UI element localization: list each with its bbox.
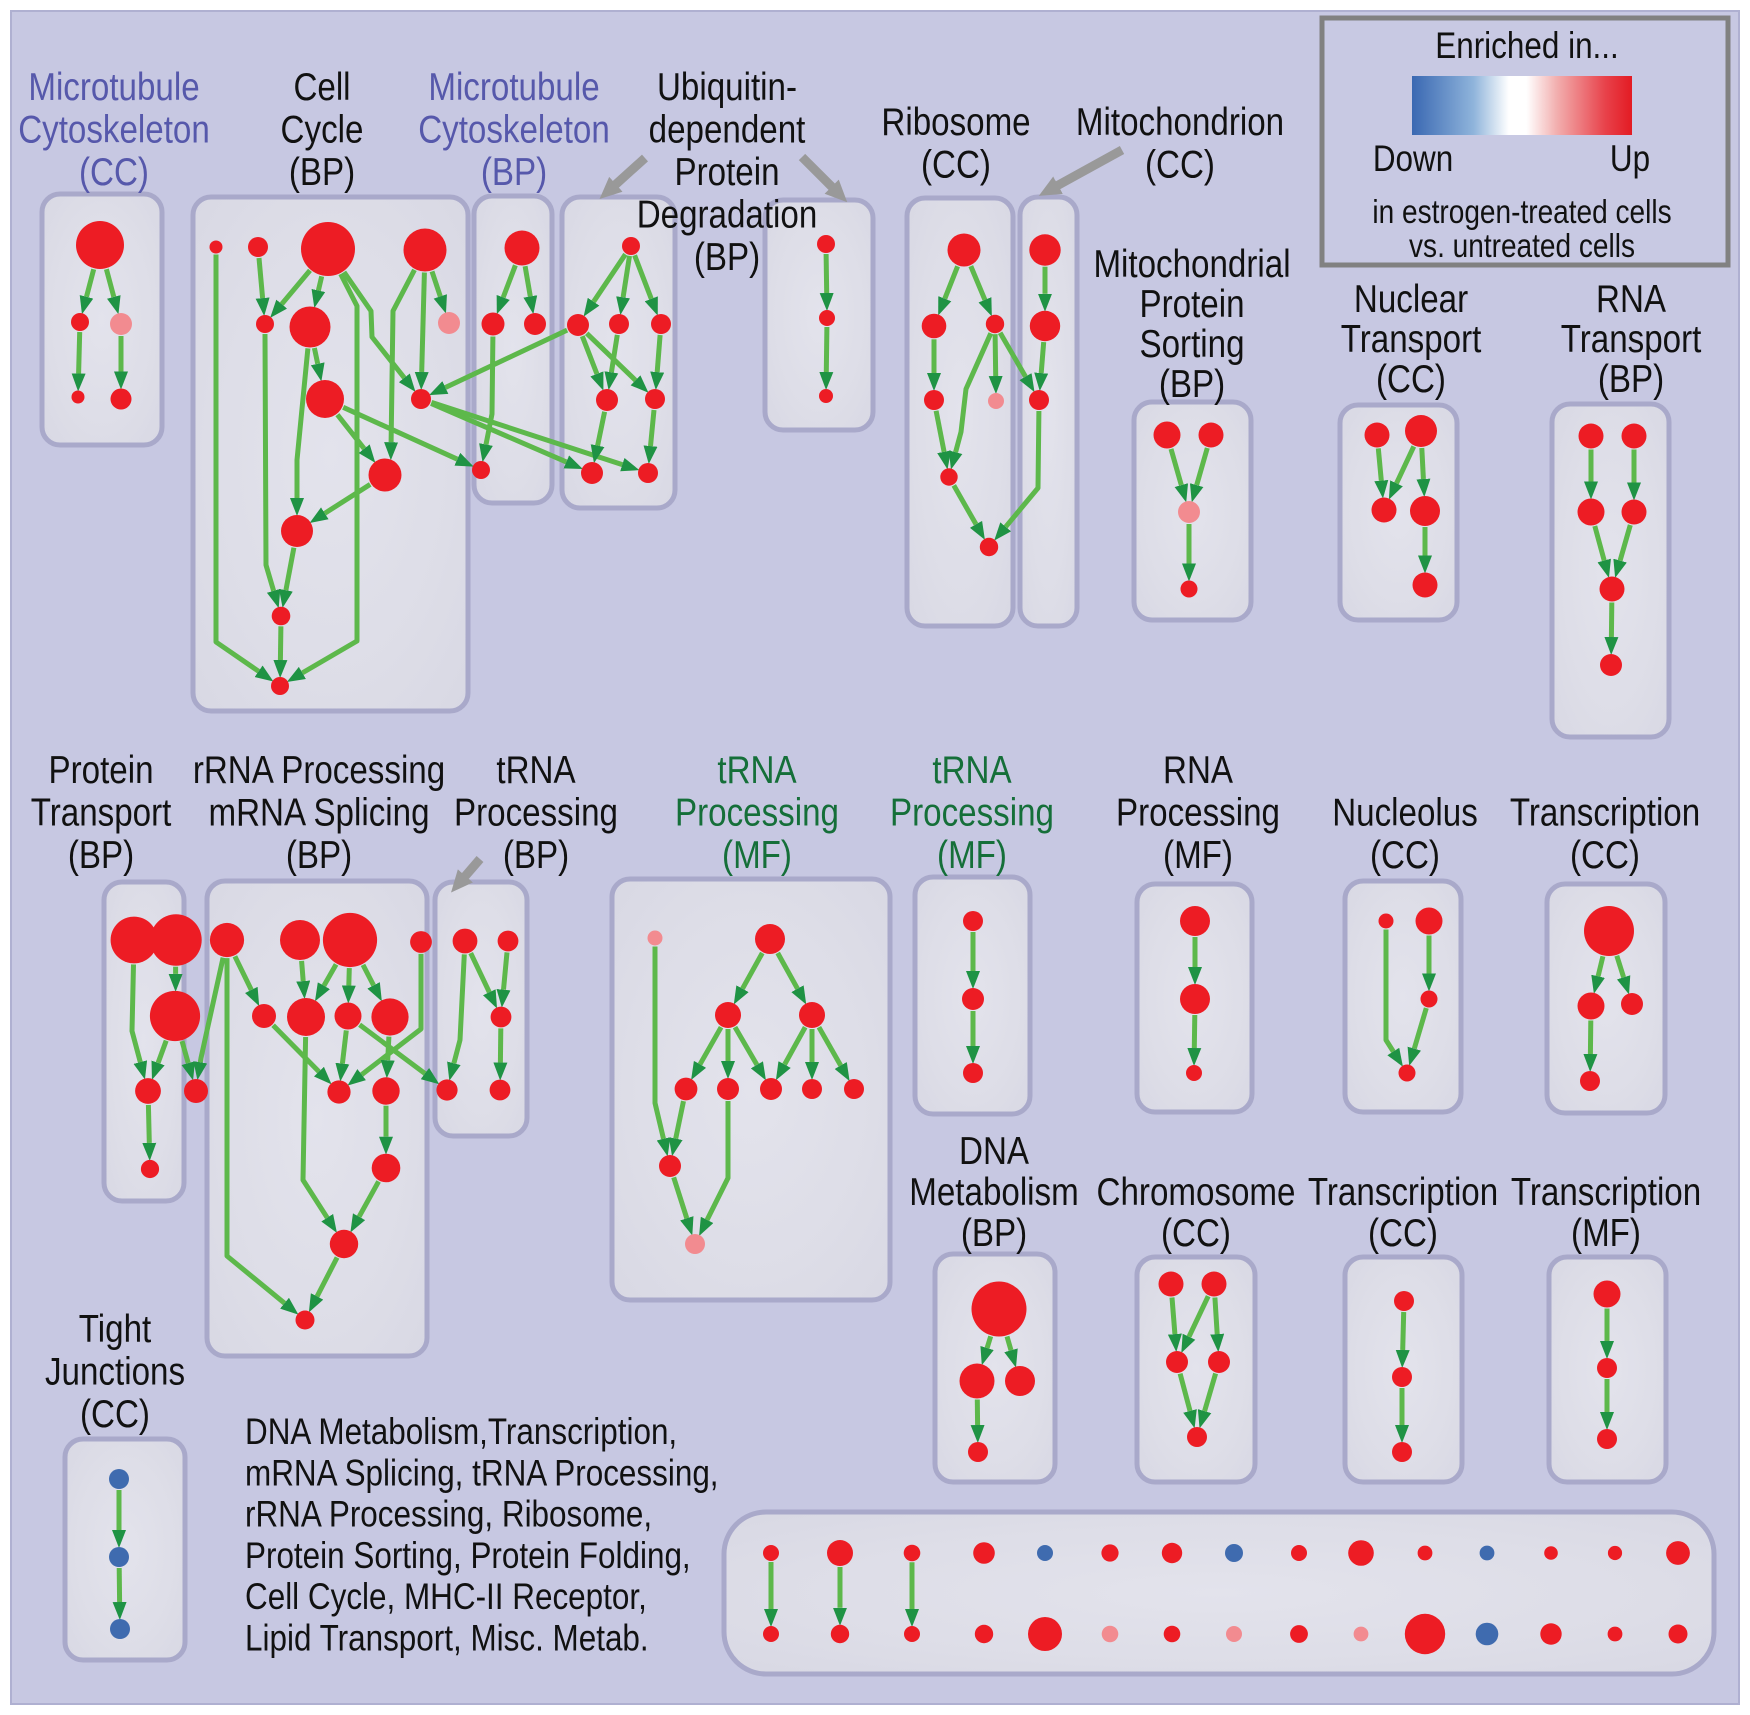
svg-text:(CC): (CC) (1368, 1210, 1438, 1254)
svg-text:Tight: Tight (79, 1306, 151, 1350)
svg-text:(BP): (BP) (503, 832, 569, 876)
svg-text:Cytoskeleton: Cytoskeleton (18, 107, 210, 151)
svg-text:(BP): (BP) (289, 149, 355, 193)
svg-text:Microtubule: Microtubule (28, 64, 199, 108)
svg-text:(MF): (MF) (937, 832, 1007, 876)
svg-text:Cell: Cell (293, 64, 350, 108)
svg-text:Ribosome: Ribosome (881, 99, 1030, 143)
svg-text:Transport: Transport (1561, 316, 1702, 360)
svg-text:(CC): (CC) (1570, 832, 1640, 876)
svg-text:Nuclear: Nuclear (1354, 276, 1468, 320)
svg-text:Junctions: Junctions (45, 1349, 185, 1393)
svg-text:(BP): (BP) (68, 832, 134, 876)
svg-text:(BP): (BP) (286, 832, 352, 876)
svg-text:(MF): (MF) (1163, 832, 1233, 876)
svg-text:mRNA Splicing: mRNA Splicing (208, 790, 429, 834)
svg-text:Processing: Processing (1116, 790, 1280, 834)
svg-text:Enriched in...: Enriched in... (1435, 26, 1619, 67)
svg-text:(BP): (BP) (1159, 361, 1225, 405)
svg-text:Processing: Processing (454, 790, 618, 834)
svg-text:Mitochondrion: Mitochondrion (1076, 99, 1284, 143)
svg-text:Processing: Processing (890, 790, 1054, 834)
svg-text:Protein: Protein (674, 149, 779, 193)
svg-text:tRNA: tRNA (932, 747, 1012, 791)
svg-text:DNA Metabolism,Transcription,: DNA Metabolism,Transcription, (245, 1412, 677, 1453)
svg-text:(MF): (MF) (722, 832, 792, 876)
svg-text:in estrogen-treated cells: in estrogen-treated cells (1372, 194, 1671, 231)
svg-text:Transcription: Transcription (1308, 1169, 1498, 1213)
svg-text:(CC): (CC) (1161, 1210, 1231, 1254)
svg-text:RNA: RNA (1163, 747, 1234, 791)
svg-text:rRNA Processing: rRNA Processing (193, 747, 445, 791)
svg-text:Metabolism: Metabolism (909, 1169, 1078, 1213)
svg-text:mRNA Splicing, tRNA Processing: mRNA Splicing, tRNA Processing, (245, 1453, 719, 1494)
svg-text:Transcription: Transcription (1510, 790, 1700, 834)
svg-text:Degradation: Degradation (637, 192, 818, 236)
svg-text:Mitochondrial: Mitochondrial (1093, 241, 1290, 285)
svg-text:(CC): (CC) (1145, 142, 1215, 186)
svg-text:(CC): (CC) (921, 142, 991, 186)
svg-text:Up: Up (1610, 139, 1650, 180)
svg-text:Transcription: Transcription (1511, 1169, 1701, 1213)
svg-text:Cell Cycle, MHC-II Receptor,: Cell Cycle, MHC-II Receptor, (245, 1577, 647, 1618)
svg-text:RNA: RNA (1596, 276, 1667, 320)
svg-text:(CC): (CC) (79, 149, 149, 193)
svg-text:(BP): (BP) (1598, 356, 1664, 400)
svg-text:Lipid Transport, Misc. Metab.: Lipid Transport, Misc. Metab. (245, 1618, 649, 1659)
svg-text:Down: Down (1373, 139, 1453, 180)
svg-text:Nucleolus: Nucleolus (1332, 790, 1478, 834)
svg-text:tRNA: tRNA (717, 747, 797, 791)
svg-text:Protein Sorting, Protein Foldi: Protein Sorting, Protein Folding, (245, 1536, 691, 1577)
svg-text:Microtubule: Microtubule (428, 64, 599, 108)
svg-text:Protein: Protein (1139, 281, 1244, 325)
svg-text:Transport: Transport (1341, 316, 1482, 360)
svg-text:DNA: DNA (959, 1128, 1030, 1172)
svg-text:(CC): (CC) (1376, 356, 1446, 400)
svg-text:dependent: dependent (649, 107, 806, 151)
svg-text:Processing: Processing (675, 790, 839, 834)
svg-text:Ubiquitin-: Ubiquitin- (657, 64, 797, 108)
svg-text:Chromosome: Chromosome (1097, 1169, 1296, 1213)
svg-text:(BP): (BP) (694, 234, 760, 278)
svg-text:Transport: Transport (31, 790, 172, 834)
svg-text:Sorting: Sorting (1139, 321, 1244, 365)
svg-text:rRNA Processing, Ribosome,: rRNA Processing, Ribosome, (245, 1494, 652, 1535)
svg-text:Cytoskeleton: Cytoskeleton (418, 107, 610, 151)
svg-text:vs. untreated cells: vs. untreated cells (1409, 228, 1635, 265)
svg-text:(MF): (MF) (1571, 1210, 1641, 1254)
svg-text:(CC): (CC) (80, 1391, 150, 1435)
svg-text:(CC): (CC) (1370, 832, 1440, 876)
svg-text:tRNA: tRNA (496, 747, 576, 791)
svg-text:Protein: Protein (48, 747, 153, 791)
svg-text:(BP): (BP) (961, 1210, 1027, 1254)
svg-text:Cycle: Cycle (281, 107, 364, 151)
svg-text:(BP): (BP) (481, 149, 547, 193)
